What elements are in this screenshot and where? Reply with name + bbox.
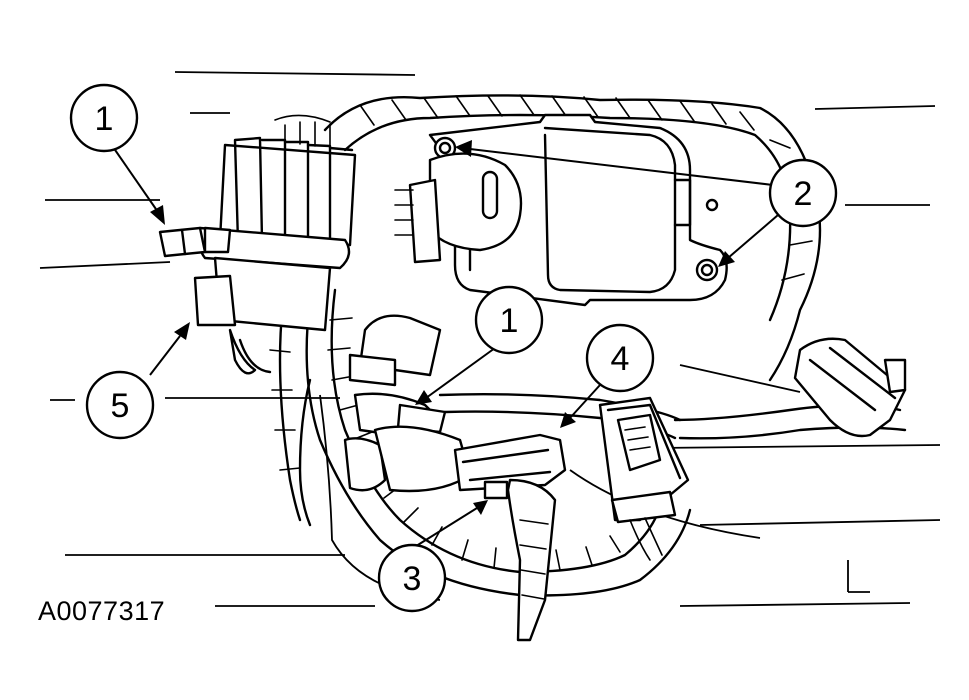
module-connector: [394, 152, 523, 264]
callout-3: 3: [377, 543, 447, 613]
large-multipin-connector: [193, 114, 357, 375]
vertical-connector: [598, 396, 690, 561]
callout-4: 4: [585, 323, 655, 393]
leader-lines: [112, 140, 779, 549]
control-module: [428, 113, 728, 307]
callout-2: 2: [768, 158, 838, 228]
callout-label: 1: [95, 100, 114, 138]
callout-label: 3: [403, 560, 422, 598]
callout-label: 2: [794, 175, 813, 213]
inline-connector: [453, 433, 567, 642]
callout-1-center: 1: [474, 285, 544, 355]
center-connector-cluster: [343, 314, 472, 493]
push-pin-retainer-left: [158, 226, 232, 258]
right-side-connector: [793, 337, 907, 438]
callout-label: 4: [611, 340, 630, 378]
callout-label: 5: [111, 387, 130, 425]
callout-1-upper-left: 1: [69, 83, 139, 153]
callout-5: 5: [85, 370, 155, 440]
callout-label: 1: [500, 302, 519, 340]
figure-identifier: A0077317: [38, 596, 166, 626]
